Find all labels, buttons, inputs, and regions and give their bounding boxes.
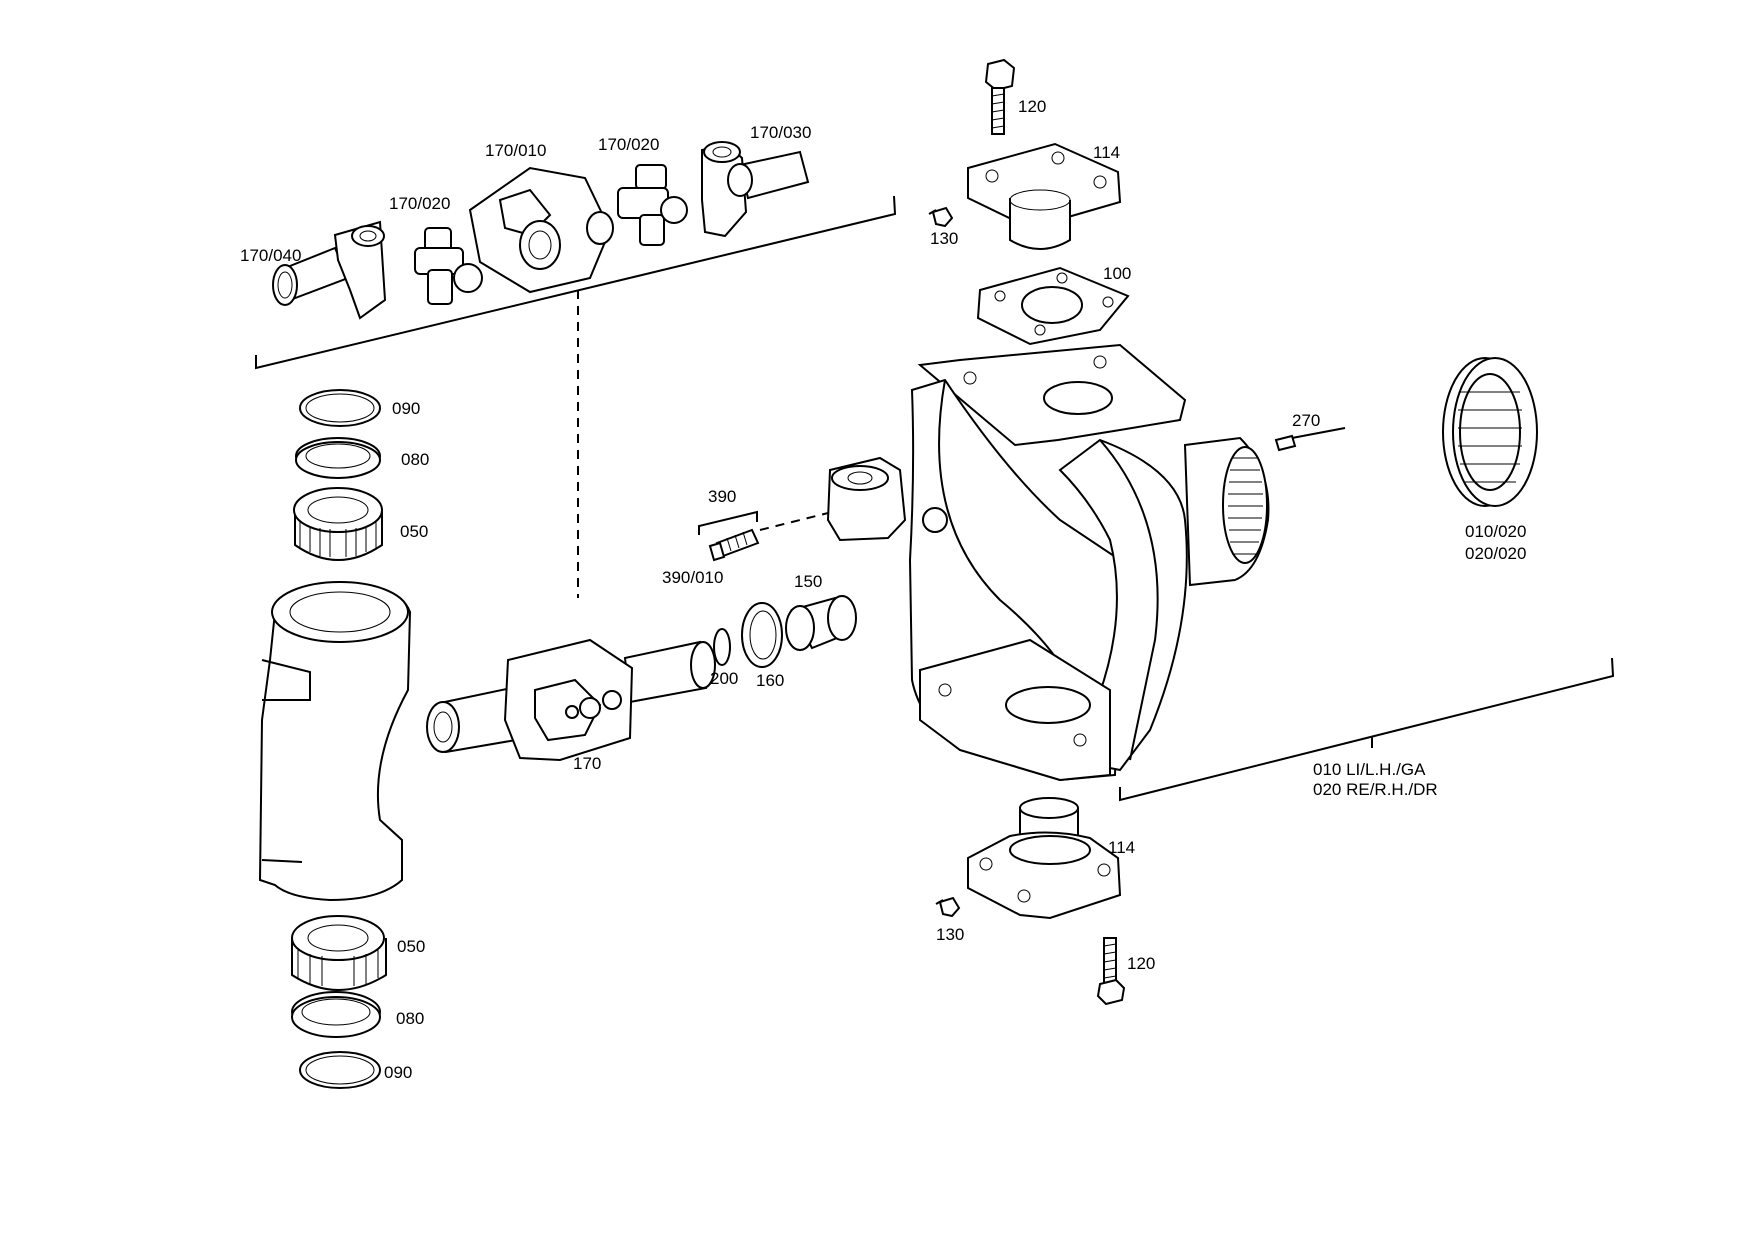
part-090-ring-top <box>299 389 381 427</box>
label-020-020: 020/020 <box>1465 544 1527 563</box>
housing-variant-bracket <box>1119 657 1615 802</box>
label-170-020-right: 170/020 <box>598 135 660 154</box>
label-390-010: 390/010 <box>662 568 724 587</box>
label-050-top: 050 <box>400 522 429 541</box>
part-170-030-yoke <box>701 141 810 238</box>
label-090-bottom: 090 <box>384 1063 413 1082</box>
label-170: 170 <box>573 754 602 773</box>
part-090-ring-bottom <box>299 1051 381 1089</box>
part-050-bearing-bottom <box>291 915 387 991</box>
label-080-bottom: 080 <box>396 1009 425 1028</box>
part-114-flange-bottom <box>967 797 1122 920</box>
label-150: 150 <box>794 572 823 591</box>
part-170-universal-joint-shaft <box>426 638 716 762</box>
label-130-top: 130 <box>930 229 959 248</box>
label-010-020: 010/020 <box>1465 522 1527 541</box>
label-114-top: 114 <box>1093 143 1121 162</box>
label-120-top: 120 <box>1018 97 1047 116</box>
label-390: 390 <box>708 487 737 506</box>
part-130-fitting-bottom <box>935 896 961 918</box>
part-080-seal-top <box>295 437 381 479</box>
part-050-bearing-top <box>293 487 383 561</box>
part-390-breather <box>698 509 841 562</box>
part-160-seal <box>741 602 783 668</box>
part-100-gasket <box>976 266 1130 346</box>
axle-housing <box>258 580 412 902</box>
part-270-sensor <box>1274 427 1346 452</box>
part-170-020-cross-right <box>617 164 688 246</box>
part-114-flange-top <box>967 142 1122 250</box>
label-160: 160 <box>756 671 785 690</box>
label-170-030: 170/030 <box>750 123 812 142</box>
subassembly-170-bracket <box>255 195 897 598</box>
part-010-020-slotted-nut <box>1442 357 1538 507</box>
part-170-040-yoke <box>272 220 387 320</box>
label-080-top: 080 <box>401 450 430 469</box>
label-120-bottom: 120 <box>1127 954 1156 973</box>
label-200: 200 <box>710 669 739 688</box>
label-130-bottom: 130 <box>936 925 965 944</box>
label-variant-010: 010 LI/L.H./GA <box>1313 760 1426 779</box>
part-120-bolt-bottom <box>1096 937 1126 1006</box>
label-100: 100 <box>1103 264 1132 283</box>
label-170-010: 170/010 <box>485 141 547 160</box>
steering-knuckle-housing <box>826 343 1270 782</box>
part-080-seal-bottom <box>291 991 381 1038</box>
part-130-fitting-top <box>928 206 954 228</box>
part-120-bolt-top <box>984 58 1016 135</box>
label-270: 270 <box>1292 411 1321 430</box>
part-170-020-cross-left <box>414 227 483 305</box>
label-170-020-left: 170/020 <box>389 194 451 213</box>
label-variant-020: 020 RE/R.H./DR <box>1313 780 1438 799</box>
label-050-bottom: 050 <box>397 937 426 956</box>
label-170-040: 170/040 <box>240 246 302 265</box>
label-114-bottom: 114 <box>1108 838 1136 857</box>
part-200-circlip <box>713 628 731 666</box>
label-090-top: 090 <box>392 399 421 418</box>
part-150-bushing <box>785 595 857 651</box>
part-170-010-center-housing <box>468 166 614 294</box>
